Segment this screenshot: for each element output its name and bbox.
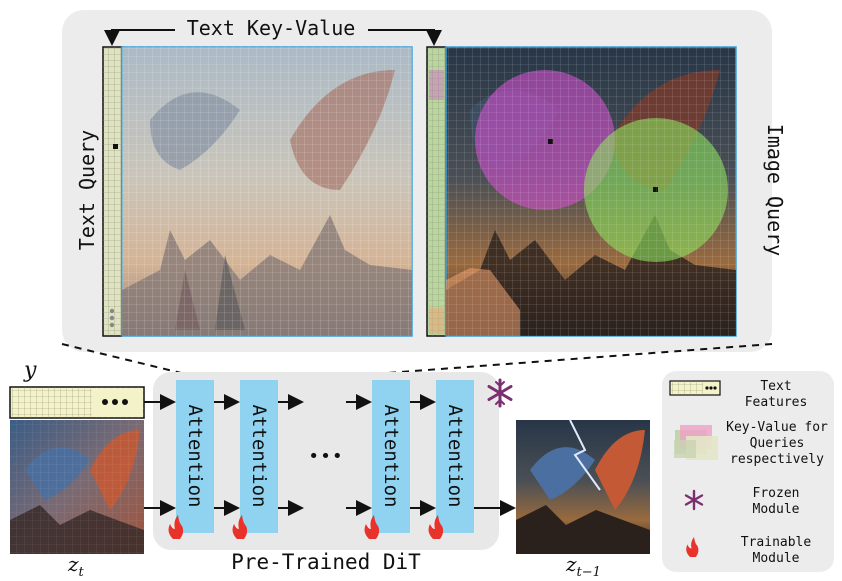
attention-label-3: Attention [380, 404, 402, 508]
flame-icon [364, 515, 380, 539]
flame-icon [232, 515, 248, 539]
attention-label-1: Attention [184, 404, 206, 508]
zt-1-main: z [566, 552, 577, 576]
denoised-latent-image-zt-1 [516, 419, 650, 554]
image-query-attention-image [445, 46, 737, 337]
right-text-key-value-strip [426, 46, 447, 337]
legend-text-features: Text Features [744, 379, 808, 410]
zt-1-label: zt−1 [566, 552, 601, 580]
left-text-query-strip [102, 46, 123, 337]
image-query-label: Image Query [763, 123, 787, 257]
zt-subscript: t [78, 565, 84, 580]
pretrained-dit-label: Pre-Trained DiT [231, 550, 421, 574]
zt-label: zt [68, 552, 84, 580]
text-feature-strip-icon [669, 380, 721, 396]
zt-1-subscript: t−1 [576, 565, 601, 580]
noisy-latent-image-zt [10, 420, 144, 554]
flame-icon [686, 537, 699, 557]
attention-block-2 [240, 380, 278, 533]
legend-frozen: Frozen Module [752, 486, 800, 517]
flame-icon [168, 515, 184, 539]
attention-block-4 [436, 380, 474, 533]
text-key-value-title: Text Key-Value [186, 16, 356, 40]
text-features-input [9, 386, 145, 419]
attention-label-4: Attention [444, 404, 466, 508]
attention-block-3 [372, 380, 410, 533]
attention-block-1 [176, 380, 214, 533]
legend-trainable: Trainable Module [740, 535, 812, 566]
legend-panel [662, 371, 834, 572]
attention-label-2: Attention [248, 404, 270, 508]
zt-main: z [68, 552, 79, 576]
legend-key-value: Key-Value for Queries respectively [726, 420, 828, 467]
layers-ellipsis: ••• [308, 446, 344, 467]
text-key-value-header [104, 29, 442, 46]
text-query-attention-image [121, 46, 413, 337]
flame-icon [428, 515, 444, 539]
text-query-label: Text Query [75, 129, 99, 251]
y-label: y [24, 358, 37, 383]
stacked-colored-cards-icon [674, 425, 718, 460]
snowflake-icon [684, 489, 704, 511]
snowflake-icon [487, 378, 513, 408]
